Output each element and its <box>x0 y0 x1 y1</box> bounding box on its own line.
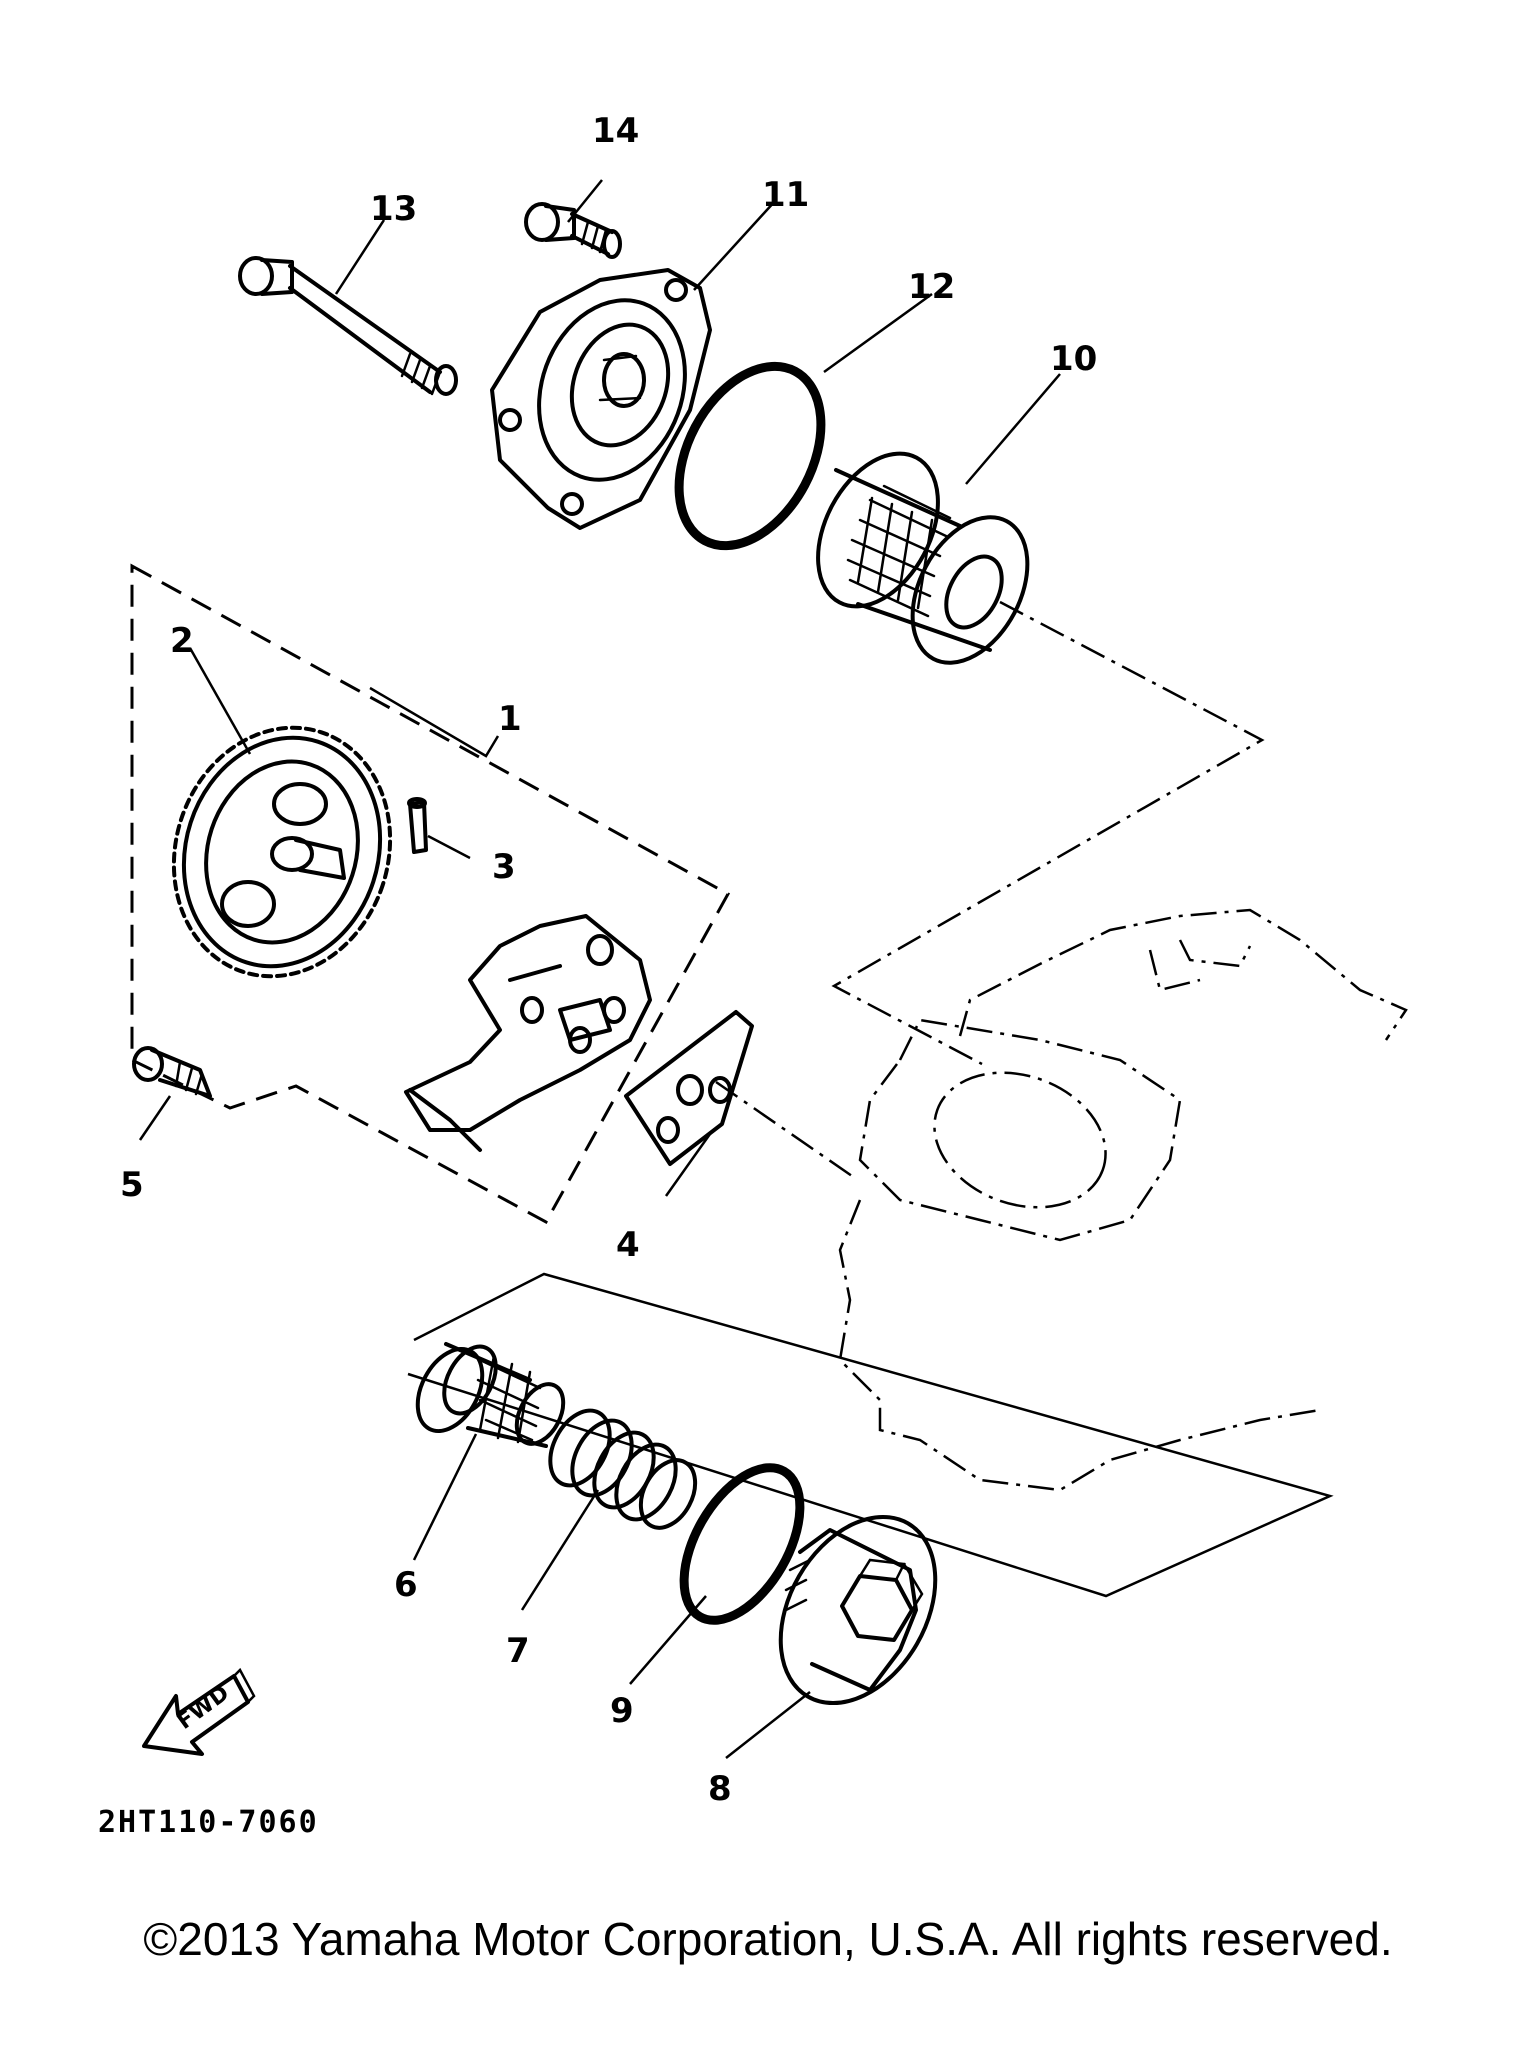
callout-4[interactable]: 4 <box>616 1225 640 1265</box>
leader-lines <box>188 179 1334 1759</box>
copyright-notice: ©2013 Yamaha Motor Corporation, U.S.A. A… <box>143 1913 1393 1965</box>
part-10-oil-filter[interactable] <box>794 433 1051 682</box>
callout-1[interactable]: 1 <box>498 699 522 739</box>
part-code: 2HT110-7060 <box>98 1805 319 1840</box>
part-14-short-bolt[interactable] <box>524 202 622 259</box>
callout-9[interactable]: 9 <box>610 1691 634 1731</box>
part-1-oil-pump-assembly[interactable] <box>130 563 731 1225</box>
callout-12[interactable]: 12 <box>908 267 955 307</box>
callout-2[interactable]: 2 <box>170 621 194 661</box>
part-8-drain-plug[interactable] <box>749 1489 967 1730</box>
fwd-arrow: FWD <box>142 1667 256 1756</box>
part-2-drive-gear[interactable] <box>142 699 421 1004</box>
callout-10[interactable]: 10 <box>1050 339 1097 379</box>
fwd-label: FWD <box>173 1681 234 1735</box>
part-11-filter-cover[interactable] <box>490 268 712 530</box>
part-4-gasket[interactable] <box>624 1010 754 1166</box>
part-3-dowel-pin[interactable] <box>407 797 471 860</box>
callout-14[interactable]: 14 <box>592 111 639 151</box>
part-13-long-bolt[interactable] <box>238 256 458 396</box>
pump-body <box>404 914 652 1152</box>
crankcase-outline <box>838 908 1408 1492</box>
callout-5[interactable]: 5 <box>120 1165 144 1205</box>
callout-11[interactable]: 11 <box>762 175 809 215</box>
callout-7[interactable]: 7 <box>506 1631 530 1671</box>
part-9-o-ring[interactable] <box>660 1448 824 1639</box>
callout-8[interactable]: 8 <box>708 1769 732 1809</box>
part-5-screw[interactable] <box>132 1046 212 1141</box>
part-7-spring[interactable] <box>538 1400 706 1537</box>
part-12-o-ring[interactable] <box>650 342 850 570</box>
callout-6[interactable]: 6 <box>394 1565 418 1605</box>
callout-13[interactable]: 13 <box>370 189 417 229</box>
callout-3[interactable]: 3 <box>492 847 516 887</box>
part-6-oil-strainer[interactable] <box>405 1338 573 1452</box>
callouts: 1 2 3 4 5 6 7 8 9 10 11 12 13 14 <box>120 111 1097 1809</box>
